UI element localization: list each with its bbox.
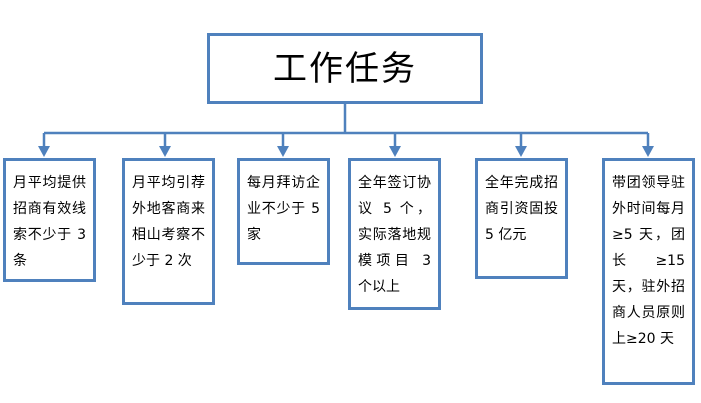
arrowhead-icon-1 [38,146,50,157]
leaf-node-3[interactable]: 每月拜访企业不少于 5 家 [237,158,330,265]
leaf-node-2-label: 月平均引荐外地客商来相山考察不少于 2 次 [132,175,205,269]
arrowhead-icon-2 [159,146,171,157]
leaf-node-1-label: 月平均提供招商有效线索不少于 3 条 [13,175,86,269]
arrowhead-icon-5 [515,146,527,157]
leaf-node-6-label: 带团领导驻外时间每月 ≥5 天，团长≥15 天，驻外招商人员原则上≥20 天 [612,175,685,347]
leaf-node-6[interactable]: 带团领导驻外时间每月 ≥5 天，团长≥15 天，驻外招商人员原则上≥20 天 [602,158,695,385]
leaf-node-2[interactable]: 月平均引荐外地客商来相山考察不少于 2 次 [122,158,215,305]
leaf-node-1[interactable]: 月平均提供招商有效线索不少于 3 条 [3,158,96,282]
leaf-node-5-label: 全年完成招商引资固投 5 亿元 [485,175,558,243]
arrowhead-icon-4 [389,146,401,157]
leaf-node-4-label: 全年签订协议 5 个，实际落地规模项目 3 个以上 [358,175,431,295]
leaf-node-5[interactable]: 全年完成招商引资固投 5 亿元 [475,158,568,279]
arrowhead-icon-6 [642,146,654,157]
arrowhead-icon-3 [277,146,289,157]
root-node-label: 工作任务 [273,48,417,89]
root-node[interactable]: 工作任务 [207,33,483,104]
leaf-node-3-label: 每月拜访企业不少于 5 家 [247,175,320,243]
leaf-node-4[interactable]: 全年签订协议 5 个，实际落地规模项目 3 个以上 [348,158,441,310]
